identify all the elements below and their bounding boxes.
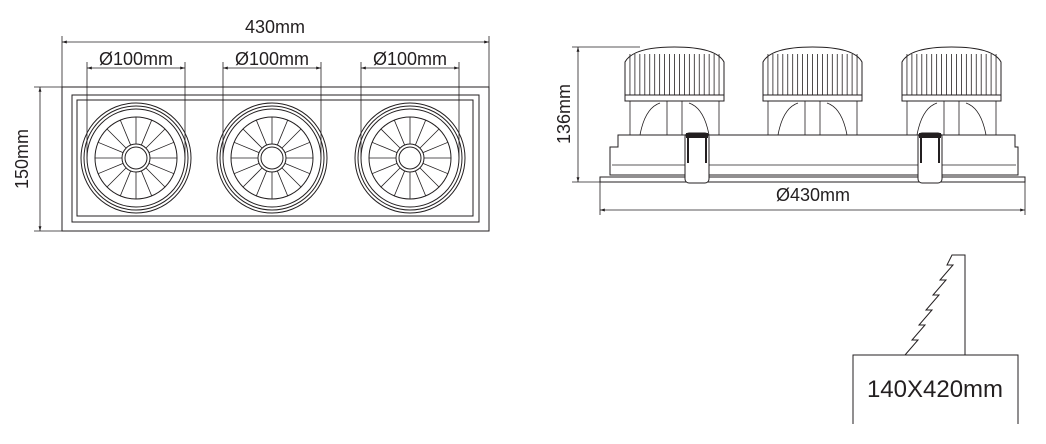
width-label: 430mm (245, 17, 305, 37)
reflector-spoke (414, 119, 427, 146)
lamp-ring (354, 102, 466, 214)
hub-ring (398, 146, 422, 170)
heatsink-1 (624, 46, 725, 136)
reflector-spoke (276, 170, 289, 197)
reflector-spoke (422, 162, 449, 175)
height-label: 150mm (12, 129, 32, 189)
side-height-label: 136mm (554, 84, 574, 144)
reflector-spoke (380, 128, 401, 149)
lamp-ring (80, 102, 192, 214)
reflector-spoke (106, 128, 127, 149)
hub-ring (260, 146, 284, 170)
reflector-spoke (276, 119, 289, 146)
lamp-ring (357, 105, 463, 211)
lamp-diameter-label: Ø100mm (235, 49, 309, 69)
reflector-spoke (145, 167, 166, 188)
reflector-spoke (419, 167, 440, 188)
inner-frame-2 (76, 99, 474, 217)
spring-clip-right (917, 132, 943, 184)
reflector-spoke (419, 128, 440, 149)
reflector-spoke (281, 167, 302, 188)
hub-ring (395, 143, 425, 173)
reflector-spoke (284, 162, 311, 175)
spring-clip-left (684, 132, 710, 184)
reflector-spoke (97, 141, 124, 154)
hub-ring (124, 146, 148, 170)
reflector-spoke (393, 170, 406, 197)
reflector-spoke (380, 167, 401, 188)
flange (599, 176, 1026, 183)
cutout-label: 140X420mm (867, 376, 1003, 403)
reflector-spoke (233, 162, 260, 175)
lamp-ring (83, 105, 189, 211)
hub-ring (257, 143, 287, 173)
reflector-spoke (145, 128, 166, 149)
reflector-spoke (140, 119, 153, 146)
reflector-spoke (97, 162, 124, 175)
reflector-spoke (242, 128, 263, 149)
lamp-1 (80, 102, 192, 214)
reflector-spoke (233, 141, 260, 154)
reflector-spoke (148, 162, 175, 175)
reflector-spoke (371, 162, 398, 175)
lamp-2 (216, 102, 328, 214)
housing-body (609, 134, 1019, 176)
reflector-spoke (414, 170, 427, 197)
top-view: 430mm 150mm Ø100mm Ø100mm Ø100mm (12, 17, 490, 232)
reflector-spoke (281, 128, 302, 149)
reflector-spoke (140, 170, 153, 197)
diameter-label: Ø430mm (776, 185, 850, 205)
hub-ring (121, 143, 151, 173)
cutout-box (852, 354, 1019, 424)
lamp-diameter-label: Ø100mm (373, 49, 447, 69)
reflector-spoke (119, 119, 132, 146)
cutout-detail: 140X420mm (852, 254, 1019, 424)
reflector-spoke (393, 119, 406, 146)
side-view: 136mm Ø430mm (554, 46, 1026, 215)
lamp-3 (354, 102, 466, 214)
reflector-spoke (371, 141, 398, 154)
reflector-spoke (119, 170, 132, 197)
reflector-spoke (242, 167, 263, 188)
reflector-spoke (422, 141, 449, 154)
lamp-diameter-label: Ø100mm (99, 49, 173, 69)
reflector-spoke (255, 170, 268, 197)
heatsink-3 (901, 46, 1002, 136)
reflector-spoke (106, 167, 127, 188)
lamp-ring (216, 102, 328, 214)
reflector-spoke (255, 119, 268, 146)
reflector-spoke (148, 141, 175, 154)
inner-frame (71, 94, 480, 223)
ceiling-break-line (904, 254, 966, 356)
outer-frame (61, 86, 490, 232)
reflector-spoke (284, 141, 311, 154)
lamp-ring (219, 105, 325, 211)
heatsink-2 (762, 46, 863, 136)
